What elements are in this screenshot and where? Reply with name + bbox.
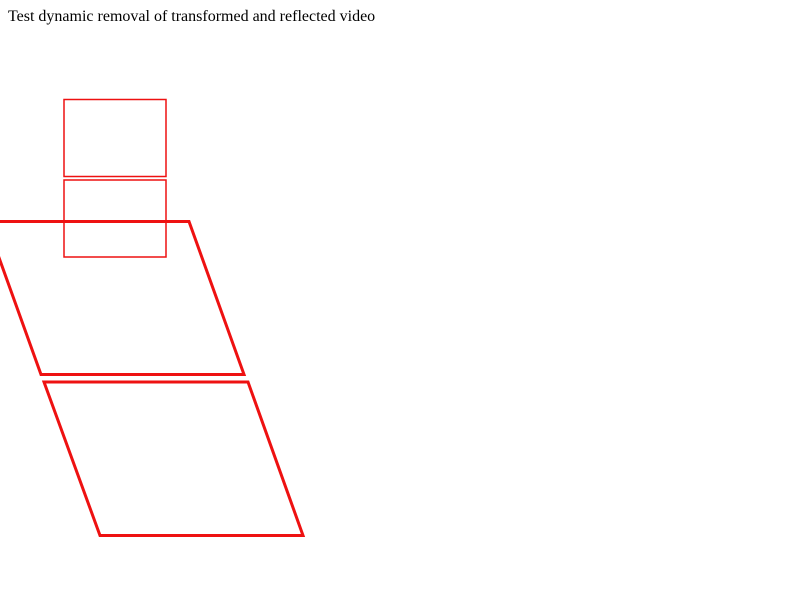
small-video-frame [63,98,167,178]
small-video-reflection [63,179,167,258]
page-title: Test dynamic removal of transformed and … [8,8,376,25]
transformed-video-reflection [41,380,306,537]
transformed-video-frame [0,220,247,376]
